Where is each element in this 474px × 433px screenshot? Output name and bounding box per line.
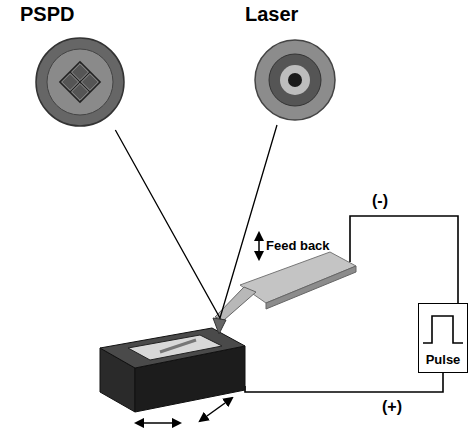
pulse-generator: Pulse xyxy=(418,303,468,373)
laser-source: Laser xyxy=(245,3,345,125)
cantilever-tip xyxy=(213,318,226,334)
laser-beam xyxy=(115,125,277,318)
sample-streak xyxy=(160,340,196,352)
y-scan-arrow xyxy=(200,398,232,421)
node-label: PSPD xyxy=(20,3,74,26)
cantilever-chip-side xyxy=(266,266,356,309)
pulse-waveform xyxy=(423,316,463,343)
terminal-sign: (-) xyxy=(372,192,388,210)
feedback-label: Feed back xyxy=(266,238,330,253)
negative-wire xyxy=(350,216,458,303)
node-label: Pulse xyxy=(426,353,461,368)
stage-top-face xyxy=(100,328,245,368)
x-scan-arrow xyxy=(136,422,180,424)
sample xyxy=(128,335,222,360)
terminal-sign: (+) xyxy=(382,398,402,416)
pulse-box-ground xyxy=(418,303,468,373)
node-label: Laser xyxy=(245,3,298,26)
feedback-arrow xyxy=(258,233,260,259)
positive-wire xyxy=(245,373,443,392)
pspd-detector: PSPD xyxy=(20,3,140,130)
